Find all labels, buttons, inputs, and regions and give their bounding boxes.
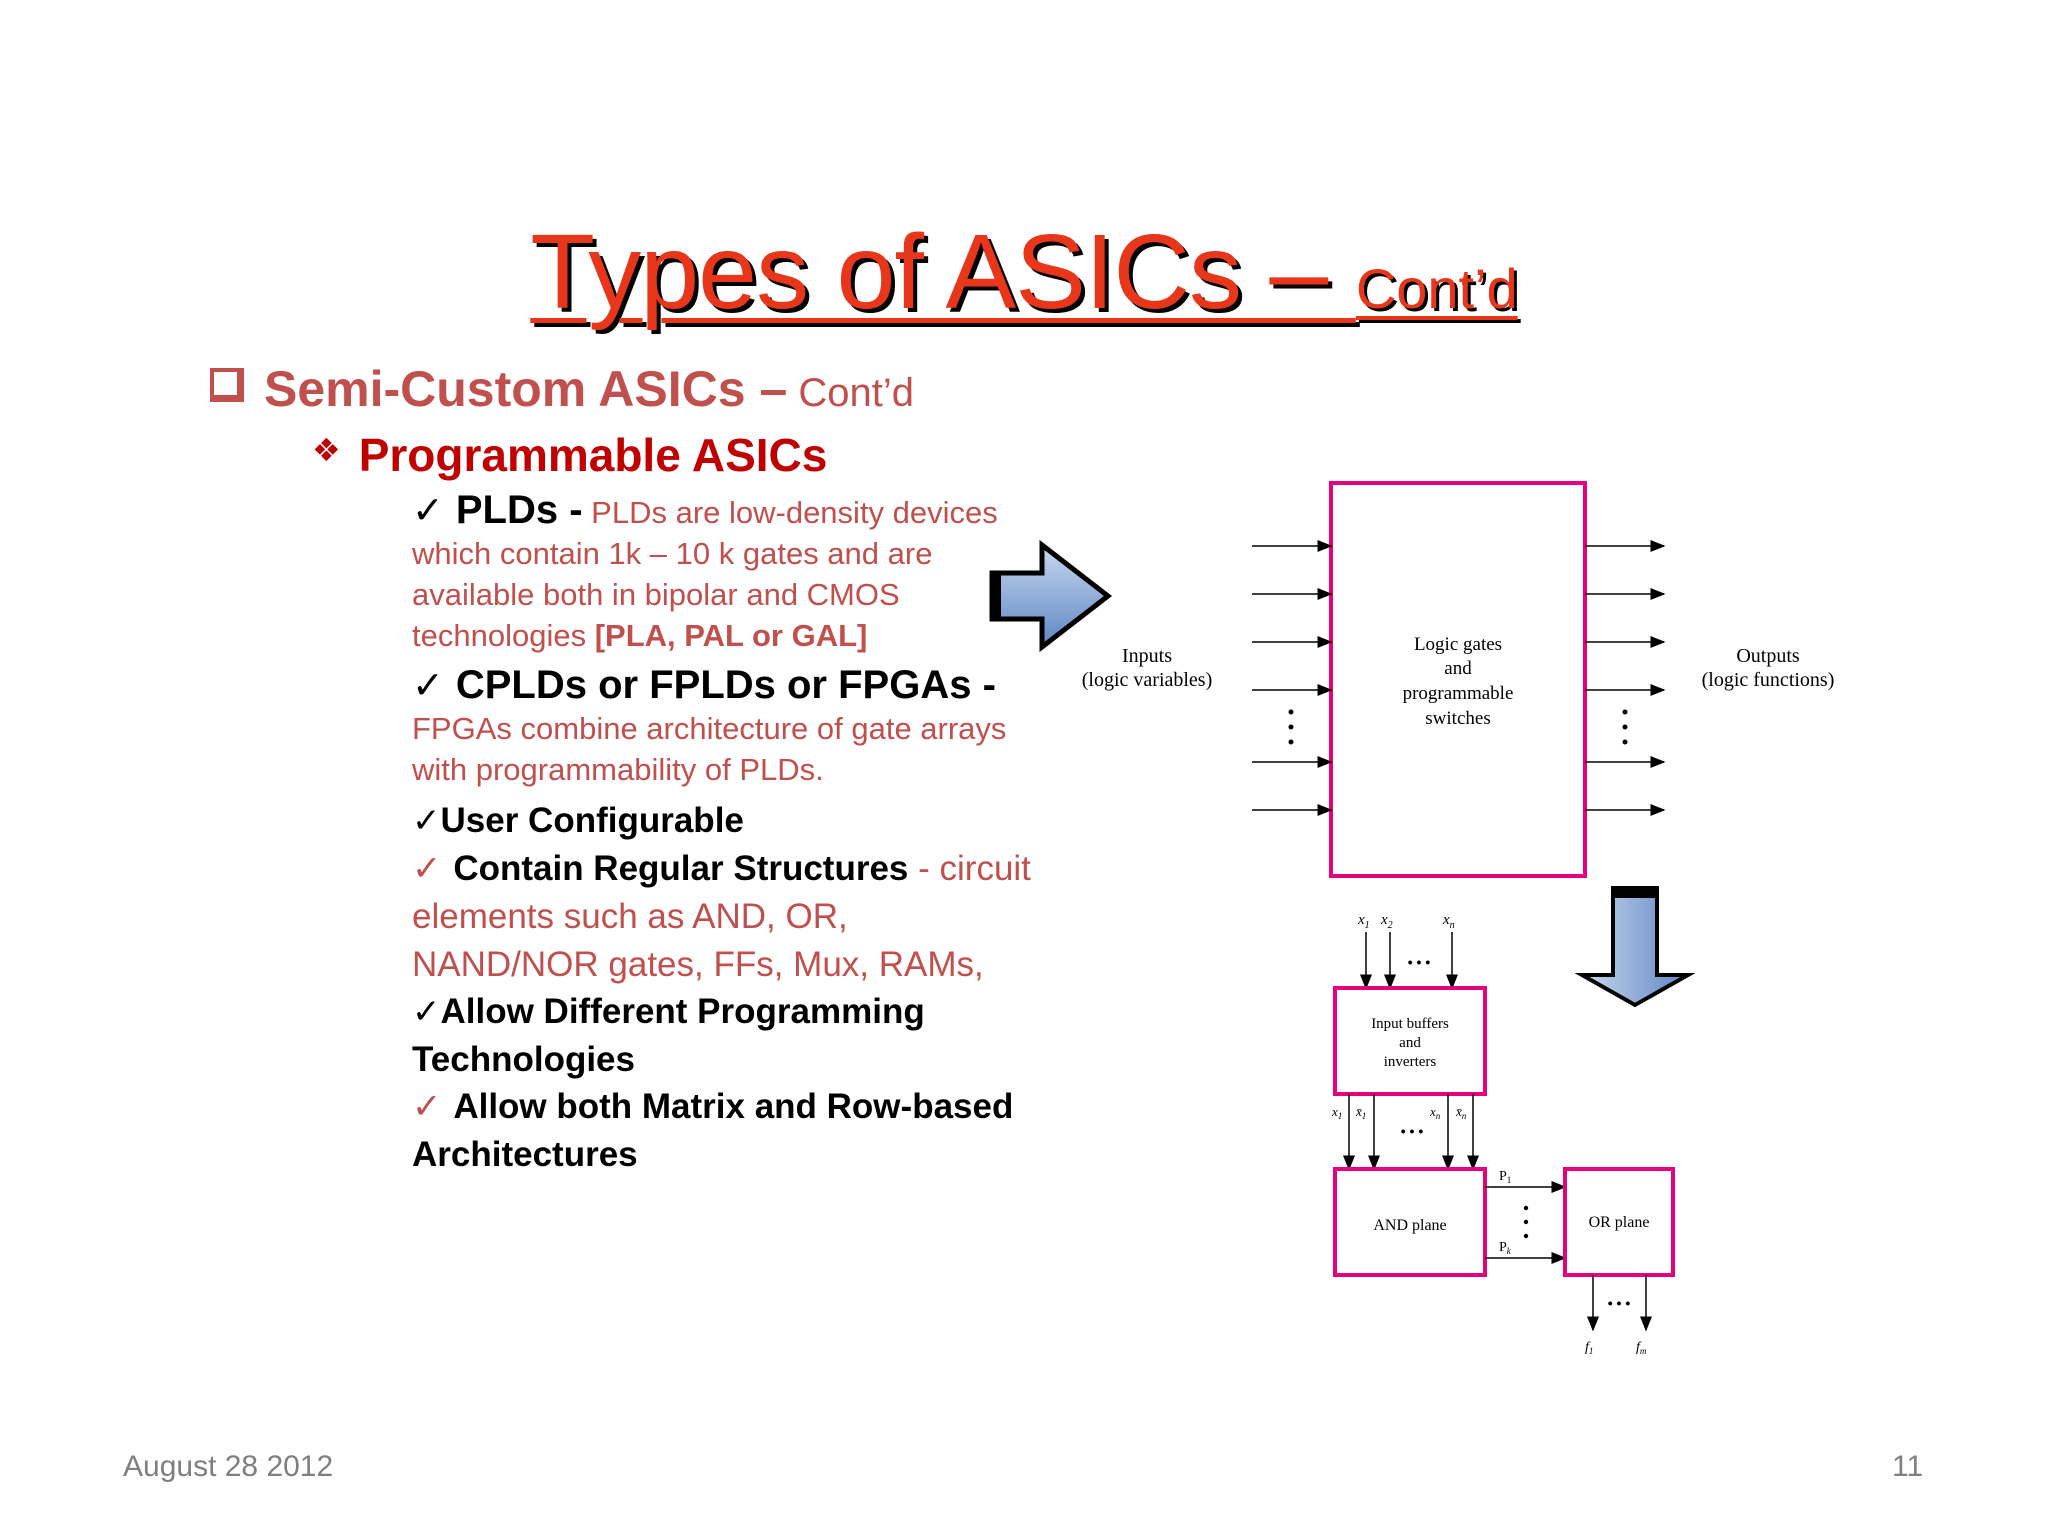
f-output-labels: f1 fm [1585,1340,1647,1356]
plds-text: technologies [412,618,595,653]
buffer-input-lines [1360,932,1458,990]
or-output-lines [1587,1275,1652,1332]
logic-label: and [1444,658,1472,679]
logic-label: programmable [1403,683,1514,704]
title-suffix: Cont’d [1355,257,1518,320]
check-icon: ✓ [412,849,442,888]
footer-date: August 28 2012 [123,1450,334,1483]
x1-label: x1 [1331,1104,1342,1121]
plds-item: ✓ PLDs - PLDs are low-density devices whi… [412,490,1052,656]
programmable-asics-heading: Programmable ASICs [358,429,828,481]
matrix-row-text: Allow both Matrix and Row-based [453,1087,1014,1126]
check-icon: ✓ [412,490,444,532]
xn-label: xn [1429,1104,1441,1121]
cplds-text: FPGAs combine architecture of gate array… [412,711,1007,746]
output-lines [1585,540,1666,816]
bullet-programmable-asics: ❖ Programmable ASICs [312,428,827,482]
user-configurable-text: User Configurable [440,801,744,840]
diamond-bullet-icon: ❖ [312,432,341,468]
input-ellipsis [1288,709,1294,745]
cplds-text: with programmability of PLDs. [412,752,824,787]
checkbox-bullet-icon [210,368,244,402]
matrix-row-text: Architectures [412,1135,638,1174]
cplds-item: ✓ CPLDs or FPLDs or FPGAs - FPGAs combine… [412,665,1052,790]
page-number: 11 [1892,1450,1924,1483]
buffers-label: and [1399,1035,1421,1051]
programming-technologies-text: Technologies [412,1040,635,1079]
check-icon: ✓ [412,802,441,840]
plds-text: available both in bipolar and CMOS [412,577,900,612]
buffers-label: Input buffers [1371,1016,1449,1032]
bullet-semi-custom: Semi-Custom ASICs – Cont’d [210,360,914,418]
plds-heading: PLDs - [455,488,583,532]
programming-technologies-item: ✓Allow Different Programming Technologie… [412,988,1052,1084]
programming-technologies-text: Allow Different Programming [440,992,925,1031]
semi-custom-heading: Semi-Custom ASICs – [264,361,788,417]
pk-label: Pk [1499,1240,1512,1256]
xn-bar-label: x̄n [1455,1104,1467,1121]
x1-label: x1 [1357,912,1370,931]
x2-label: x2 [1380,912,1393,931]
and-plane-block: AND plane [1333,1167,1487,1277]
p1-label: P1 [1499,1169,1511,1185]
check-icon: ✓ [412,665,444,707]
f1-label: f1 [1585,1340,1593,1356]
plds-types: [PLA, PAL or GAL] [594,618,868,653]
user-configurable-item: ✓User Configurable [412,797,1052,845]
slide-title: Types of ASICs – Cont’d [0,212,2048,333]
outputs-label: Outputs [1736,645,1800,667]
ellipsis-label: • • • [1608,1295,1631,1311]
right-arrow-icon [989,539,1113,653]
cplds-heading: CPLDs or FPLDs or FPGAs - [455,663,996,707]
logic-label: switches [1425,708,1490,729]
regular-structures-text: - circuit [908,849,1031,888]
ellipsis-label: • • • [1408,954,1431,970]
product-lines [1485,1181,1567,1264]
regular-structures-text: elements such as AND, OR, [412,897,848,936]
regular-structures-item: ✓ Contain Regular Structures - circuit el… [412,845,1112,989]
regular-structures-heading: Contain Regular Structures [453,849,909,888]
matrix-row-item: ✓ Allow both Matrix and Row-based Archite… [412,1083,1112,1179]
ellipsis-label: • • • [1401,1123,1424,1139]
inputs-label: (logic variables) [1082,669,1213,691]
down-arrow-icon [1574,886,1696,1008]
buffers-label: inverters [1384,1054,1437,1070]
xn-label: xn [1442,912,1455,931]
and-plane-label: AND plane [1373,1217,1446,1234]
check-icon: ✓ [412,1087,442,1126]
logic-block: Logic gates and programmable switches [1329,481,1587,878]
outputs-label: (logic functions) [1702,669,1835,691]
semi-custom-contd: Cont’d [787,371,915,415]
inputs-label: Inputs [1122,645,1172,667]
input-lines [1252,540,1333,816]
plds-text: PLDs are low-density devices [591,495,998,530]
logic-label: Logic gates [1414,634,1502,655]
and-input-lines [1343,1094,1479,1171]
fm-label: fm [1636,1340,1647,1356]
check-icon: ✓ [412,993,441,1031]
product-ellipsis [1523,1205,1529,1239]
x1-bar-label: x̄1 [1355,1104,1366,1121]
input-buffers-block: Input buffers and inverters [1333,986,1487,1096]
product-labels: P1 Pk [1499,1169,1512,1256]
title-main: Types of ASICs – [530,213,1356,331]
buffer-output-labels: x1 x̄1 xn x̄n [1331,1104,1467,1121]
or-plane-block: OR plane [1563,1167,1675,1277]
output-ellipsis [1622,709,1628,745]
x-inputs-labels: x1 x2 xn [1357,912,1455,931]
regular-structures-text: NAND/NOR gates, FFs, Mux, RAMs, [412,945,984,984]
plds-text: which contain 1k – 10 k gates and are [412,536,933,571]
or-plane-label: OR plane [1589,1214,1650,1231]
